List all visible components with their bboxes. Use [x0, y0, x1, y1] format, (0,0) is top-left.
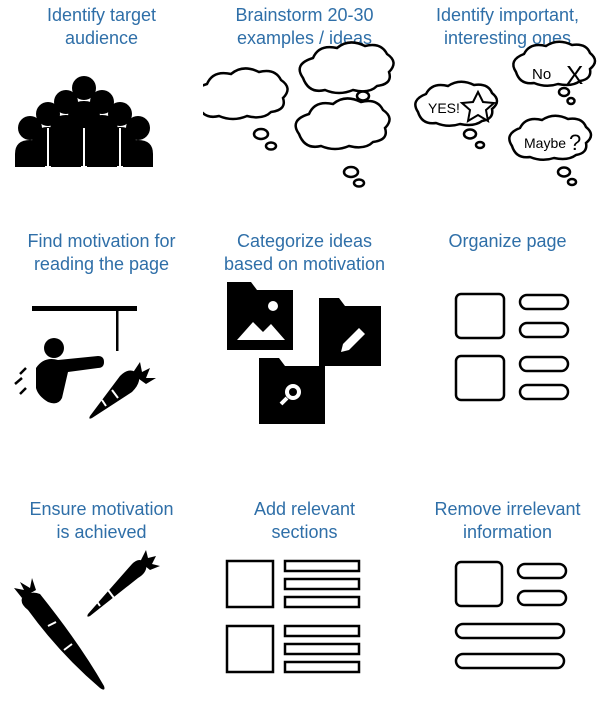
step-title: Ensure motivation is achieved [29, 499, 174, 542]
yes-label: YES! [428, 100, 460, 116]
step-identify-audience: Identify target audience [0, 0, 203, 233]
page-layout-icon [454, 292, 570, 402]
folders-icon [227, 282, 381, 424]
step-brainstorm: Brainstorm 20-30 examples / ideas [203, 0, 406, 233]
step-title: Categorize ideas based on motivation [223, 231, 386, 274]
people-group-icon [15, 76, 153, 168]
carrot-on-stick-icon [14, 306, 156, 419]
reduced-layout-icon [454, 560, 568, 670]
thought-clouds-icon [203, 41, 395, 188]
step-add-sections: Add relevant sections [203, 494, 406, 727]
step-find-motivation: Find motivation for reading the page [0, 226, 203, 459]
step-title: Remove irrelevant information [434, 499, 581, 542]
maybe-label: Maybe [524, 135, 566, 151]
no-label: No [532, 66, 551, 83]
thought-clouds-labeled-icon: No X YES! Maybe ? [414, 40, 597, 187]
step-organize-page: Organize page [406, 226, 609, 459]
star-icon [459, 89, 497, 123]
sections-layout-icon [225, 559, 361, 674]
step-title: Add relevant sections [253, 499, 356, 542]
step-ensure-motivation: Ensure motivation is achieved [0, 494, 203, 727]
step-title: Identify important, interesting ones [435, 5, 580, 48]
step-identify-important: Identify important, interesting ones No … [406, 0, 609, 233]
step-title: Brainstorm 20-30 examples / ideas [235, 5, 374, 48]
step-categorize: Categorize ideas based on motivation [203, 226, 406, 459]
step-title: Identify target audience [46, 5, 157, 48]
step-title: Find motivation for reading the page [27, 231, 176, 274]
step-title: Organize page [448, 231, 567, 251]
x-mark: X [566, 60, 583, 90]
question-mark: ? [569, 130, 581, 155]
carrots-icon [14, 550, 160, 690]
step-remove-irrelevant: Remove irrelevant information [406, 494, 609, 727]
